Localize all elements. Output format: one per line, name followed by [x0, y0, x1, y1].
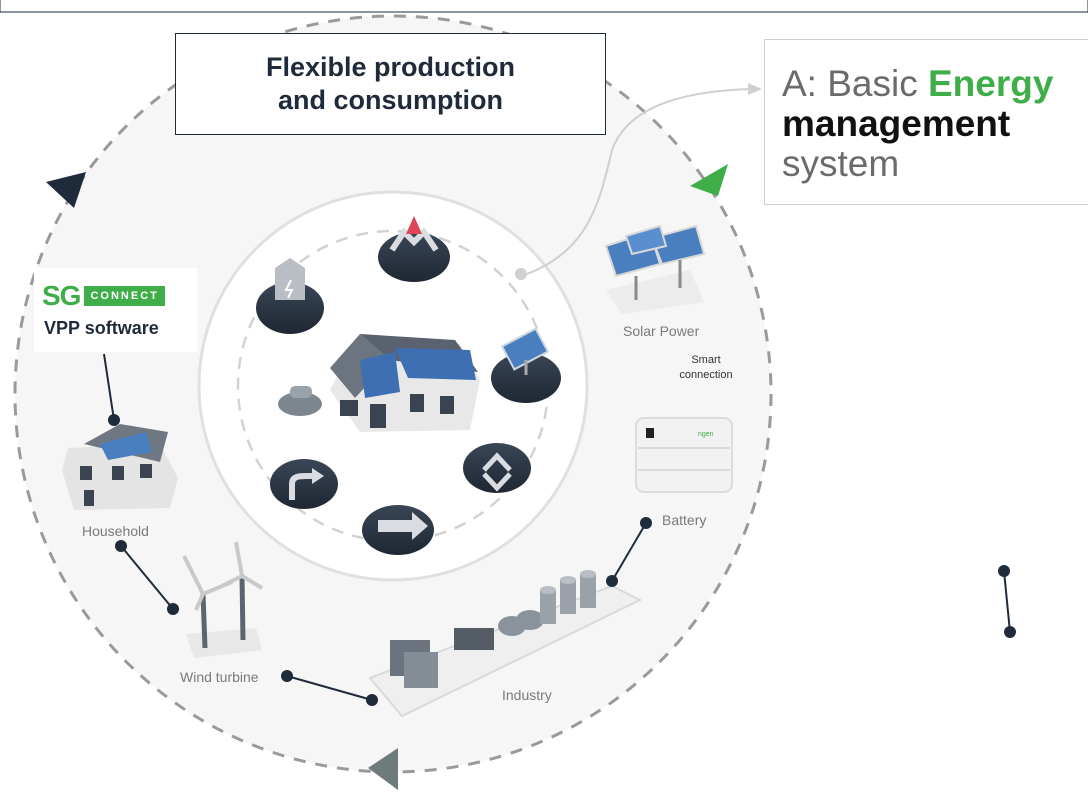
connector-lines: [103, 353, 1016, 706]
connector-dot: [515, 268, 527, 280]
green-arrow-icon: [690, 164, 728, 196]
flexible-production-title-box: Flexible production and consumption: [175, 33, 606, 135]
ems-callout-box: A: Basic Energy management system: [764, 39, 1088, 205]
wind-turbine-label: Wind turbine: [180, 669, 259, 685]
disc-peak-icon: [378, 216, 450, 282]
sgconnect-logo: SG CONNECT: [42, 280, 165, 312]
outer-dashed-ring: [13, 14, 773, 774]
battery-label: Battery: [662, 512, 707, 528]
ems-suffix: system: [782, 143, 900, 184]
industry-image: [368, 570, 643, 718]
ems-prefix: A: Basic: [782, 63, 928, 104]
solar-power-image: [604, 224, 706, 314]
disc-building-icon: [256, 258, 324, 334]
connect-logo-text: CONNECT: [84, 286, 165, 306]
smart-connection-label: Smart connection: [674, 353, 738, 383]
disc-exchange-icon: [463, 443, 531, 493]
ems-bold: management: [782, 103, 1011, 144]
industry-label: Industry: [502, 687, 552, 703]
ems-line-1: A: Basic Energy: [782, 64, 1088, 104]
household-label: Household: [82, 523, 149, 539]
grey-arrow-icon: [368, 748, 398, 790]
wind-turbine-image: [182, 541, 264, 658]
central-house-image: [278, 334, 480, 432]
sgconnect-box: SG CONNECT VPP software: [34, 268, 197, 352]
battery-image: ngen: [635, 417, 733, 493]
vpp-software-label: VPP software: [44, 318, 159, 338]
smart-line-1: Smart: [691, 354, 721, 366]
solar-power-label: Solar Power: [623, 323, 700, 339]
disc-route-icon: [270, 459, 338, 509]
disc-solar-icon: [491, 327, 561, 403]
navy-arrow-icon: [46, 172, 86, 208]
ems-connector-line: [526, 88, 756, 275]
title-line-2: and consumption: [278, 85, 503, 115]
svg-text:ngen: ngen: [698, 431, 714, 438]
smart-line-2: connection: [679, 369, 733, 381]
title-line-1: Flexible production: [265, 52, 515, 82]
disc-flow-icon: [362, 505, 434, 555]
sg-logo-text: SG: [42, 280, 81, 311]
ems-highlight: Energy: [928, 63, 1054, 104]
household-image: [62, 424, 178, 510]
